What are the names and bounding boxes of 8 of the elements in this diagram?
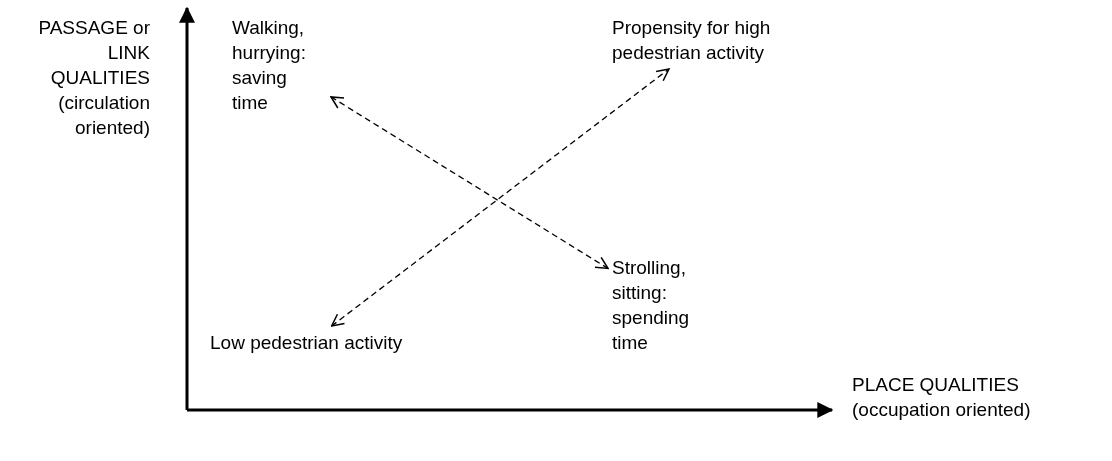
quadrant-text: Walking, hurrying: saving time [232,15,327,115]
axis-label: PLACE QUALITIES (occupation oriented) [852,373,1032,422]
quadrant-text: Strolling, sitting: spending time [612,255,722,355]
axis-label: PASSAGE or LINK QUALITIES (circulation oriented) [37,16,150,140]
double-arrow [330,96,609,270]
quadrant-text: Low pedestrian activity [210,330,410,355]
quadrant-text: Propensity for high pedestrian activity [612,15,802,65]
double-arrow [330,68,670,327]
